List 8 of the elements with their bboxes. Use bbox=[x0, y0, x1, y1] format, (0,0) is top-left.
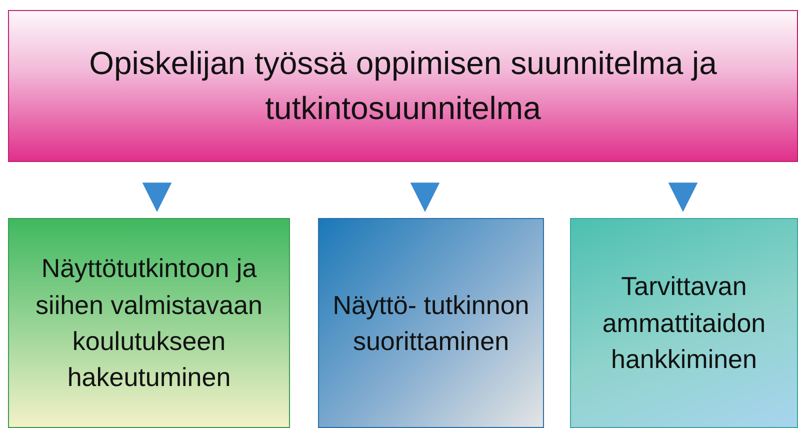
box-text: Näyttö- tutkinnon suorittaminen bbox=[332, 288, 530, 358]
box-text: Näyttötutkintoon ja siihen valmistavaan koulutukseen hakeutuminen bbox=[34, 252, 264, 394]
step-box bbox=[570, 218, 798, 428]
step-box bbox=[318, 218, 544, 428]
box-text: Tarvittavan ammattitaidon hankkiminen bbox=[601, 270, 767, 376]
box-text: Opiskelijan työssä oppimisen suunnitelma ja tutkintosuunnitelma bbox=[88, 44, 718, 128]
title-banner bbox=[8, 10, 798, 162]
step-box bbox=[8, 218, 290, 428]
